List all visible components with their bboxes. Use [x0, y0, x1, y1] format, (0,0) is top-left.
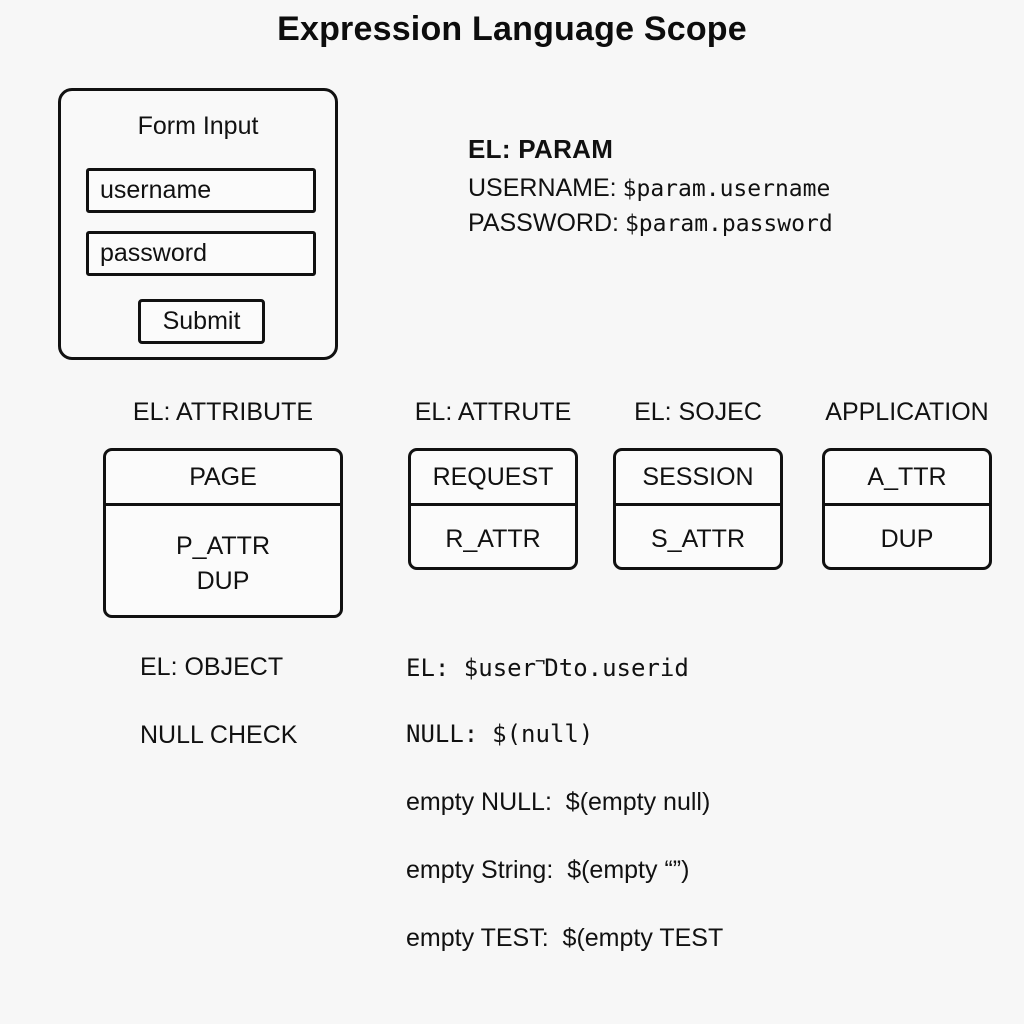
scope-attr-application-dup: DUP: [880, 525, 934, 554]
empty-null-label: empty NULL:: [406, 788, 552, 816]
empty-test-expression-row: empty TEST: $(empty TEST: [406, 924, 723, 953]
el-object-label: EL: OBJECT: [140, 653, 284, 681]
el-param-title: EL: PARAM: [468, 134, 614, 164]
el-userdto-tick-mark: ¬: [535, 652, 546, 672]
scope-cell-application-attrs: DUP: [825, 506, 989, 567]
null-expression-label: NULL:: [406, 720, 479, 748]
scope-box-request[interactable]: REQUEST R_ATTR: [408, 448, 578, 570]
empty-null-value: $(empty null): [565, 788, 711, 816]
page-title: Expression Language Scope: [277, 10, 747, 48]
el-param-username-label: USERNAME:: [468, 174, 617, 202]
scope-attr-s-attr: S_ATTR: [651, 525, 745, 554]
empty-null-expression-row: empty NULL: $(empty null): [406, 788, 710, 817]
submit-button[interactable]: Submit: [138, 299, 265, 344]
username-input[interactable]: username: [86, 168, 316, 213]
scope-box-page[interactable]: PAGE P_ATTR DUP: [103, 448, 343, 618]
scope-cell-request-name: REQUEST: [411, 451, 575, 506]
empty-string-value: $(empty “”): [567, 856, 690, 884]
el-param-password-label: PASSWORD:: [468, 209, 619, 237]
scope-header-request: EL: ATTRUTE: [414, 398, 572, 426]
el-param-block: EL: PARAM USERNAME:$param.username PASSW…: [468, 134, 833, 244]
scope-cell-page-attrs: P_ATTR DUP: [106, 506, 340, 615]
scope-header-page: EL: ATTRIBUTE: [132, 398, 314, 426]
scope-cell-request-attrs: R_ATTR: [411, 506, 575, 567]
empty-string-label: empty String:: [406, 856, 554, 884]
form-heading: Form Input: [137, 112, 259, 140]
el-param-username-row: USERNAME:$param.username: [468, 174, 833, 203]
scope-box-session[interactable]: SESSION S_ATTR: [613, 448, 783, 570]
empty-test-value: $(empty TEST: [562, 924, 724, 952]
null-expression-row: NULL: $(null): [406, 720, 593, 749]
el-userdto-prefix: EL: $user: [406, 654, 537, 682]
scope-cell-application-name: A_TTR: [825, 451, 989, 506]
empty-test-label: empty TEST:: [406, 924, 549, 952]
el-param-username-expression: $param.username: [622, 176, 831, 202]
null-check-label: NULL CHECK: [140, 721, 298, 749]
scope-header-session: EL: SOJEC: [634, 398, 762, 426]
empty-string-expression-row: empty String: $(empty “”): [406, 856, 689, 885]
scope-cell-session-attrs: S_ATTR: [616, 506, 780, 567]
scope-box-application[interactable]: A_TTR DUP: [822, 448, 992, 570]
el-userdto-suffix: Dto.userid: [544, 654, 689, 682]
scope-cell-page-name: PAGE: [106, 451, 340, 506]
scope-attr-r-attr: R_ATTR: [445, 525, 541, 554]
scope-attr-p-attr: P_ATTR: [176, 532, 270, 560]
null-expression-value: $(null): [492, 720, 594, 748]
password-input[interactable]: password: [86, 231, 316, 276]
scope-cell-session-name: SESSION: [616, 451, 780, 506]
scope-attr-page-dup: DUP: [196, 566, 250, 595]
el-userdto-expression: EL: $user¬Dto.userid: [406, 652, 689, 683]
scope-header-application: APPLICATION: [825, 398, 989, 426]
el-param-password-expression: $param.password: [624, 211, 833, 237]
el-param-password-row: PASSWORD:$param.password: [468, 209, 833, 238]
form-input-card: Form Input username password Submit: [58, 88, 338, 360]
